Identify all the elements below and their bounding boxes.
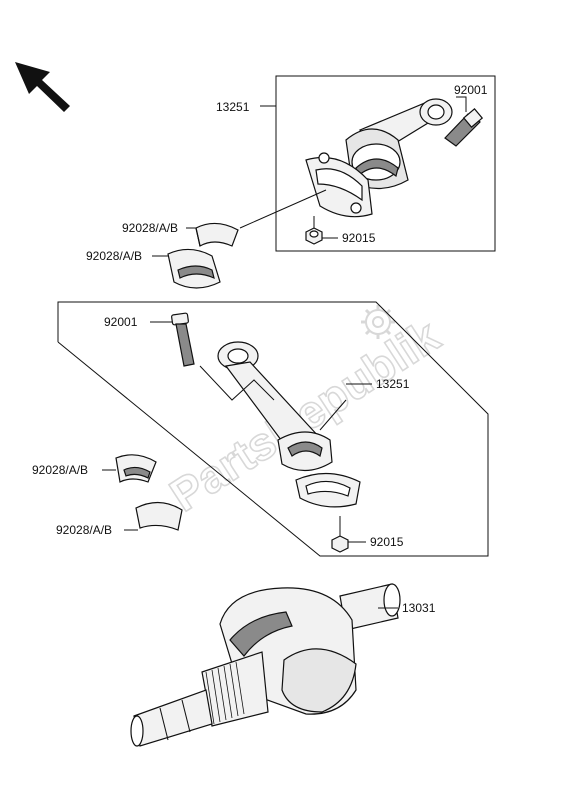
label-upper-bolt: 92001 xyxy=(454,83,488,97)
label-crankshaft: 13031 xyxy=(402,601,436,615)
label-upper-bearing-a: 92028/A/B xyxy=(122,221,178,235)
lower-bearing-shell-a xyxy=(115,454,157,483)
label-upper-rod-assy: 13251 xyxy=(216,100,250,114)
label-upper-bearing-b: 92028/A/B xyxy=(86,249,142,263)
label-lower-bearing-b: 92028/A/B xyxy=(56,523,112,537)
front-direction-arrow-icon xyxy=(15,62,70,112)
gear-icon xyxy=(361,305,395,339)
lower-bolt xyxy=(171,312,195,367)
lower-assembly-box xyxy=(57,301,489,557)
upper-nut xyxy=(305,227,323,245)
label-lower-rod-assy: 13251 xyxy=(376,377,410,391)
lower-nut xyxy=(331,535,349,553)
lower-bearing-shell-b xyxy=(135,501,183,531)
lower-rod-cap xyxy=(295,472,361,508)
crankshaft-timing-gear xyxy=(205,661,245,725)
label-lower-bearing-a: 92028/A/B xyxy=(32,463,88,477)
label-upper-nut: 92015 xyxy=(342,231,376,245)
upper-leader-lines xyxy=(152,96,467,257)
upper-assembly-box xyxy=(260,75,496,252)
lower-leader-lines xyxy=(102,321,372,543)
label-lower-bolt: 92001 xyxy=(104,315,138,329)
upper-bearing-shell-a xyxy=(195,222,239,247)
crankshaft xyxy=(130,583,401,747)
upper-rod-cap xyxy=(305,152,373,218)
upper-bolt xyxy=(444,108,484,147)
upper-bearing-shell-b xyxy=(167,248,221,289)
label-lower-nut: 92015 xyxy=(370,535,404,549)
